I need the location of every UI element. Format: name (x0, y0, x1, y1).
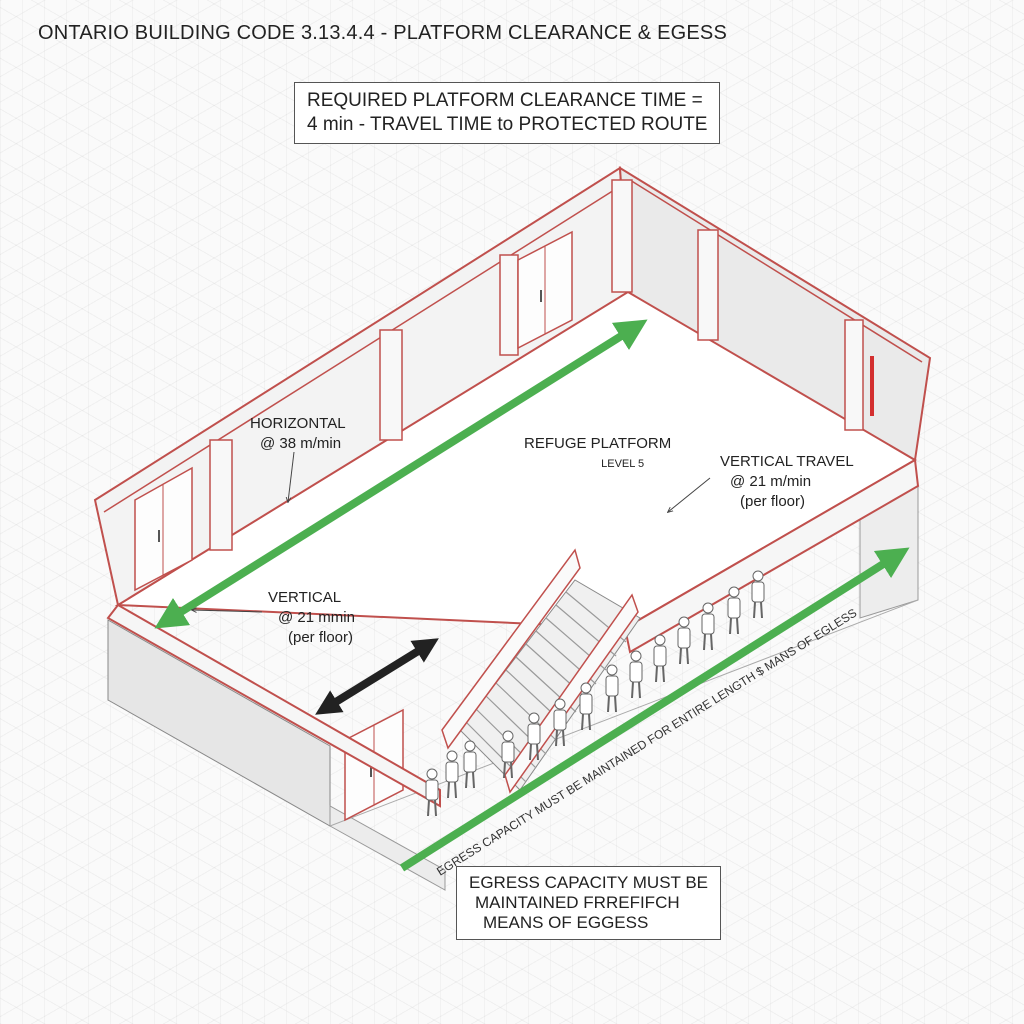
person-figure (463, 740, 477, 789)
person-figure (677, 616, 691, 665)
travel-arrow (315, 638, 439, 715)
note-line-1: EGRESS CAPACITY MUST BE (469, 873, 709, 892)
egress-note-box: EGRESS CAPACITY MUST BE MAINTAINED FRREF… (456, 866, 722, 940)
person-figure (445, 750, 459, 799)
person-figure (527, 712, 541, 761)
horizontal-label: HORIZONTAL @ 38 m/min (250, 414, 346, 454)
vertical-label-rate: @ 21 mmin (278, 609, 355, 626)
vertical-travel-label-title: VERTICAL TRAVEL (720, 453, 854, 470)
person-figure (629, 650, 643, 699)
leader-vertical-travel (668, 477, 711, 512)
egress-arrow-upper (154, 319, 648, 629)
egress-arrow-lower (399, 547, 910, 872)
horizontal-label-title: HORIZONTAL (250, 415, 346, 432)
person-figure (425, 768, 439, 817)
front-parapet (106, 458, 920, 808)
person-figure (727, 586, 741, 635)
vertical-travel-label: VERTICAL TRAVEL @ 21 m/min (per floor) (720, 452, 854, 512)
vertical-label-note: (per floor) (288, 629, 354, 646)
vertical-label: VERTICAL @ 21 mmin (per floor) (268, 588, 355, 648)
formula-line-1: REQUIRED PLATFORM CLEARANCE TIME = (307, 90, 703, 111)
person-figure (501, 730, 515, 779)
horizontal-label-rate: @ 38 m/min (260, 435, 342, 452)
person-figure (553, 698, 567, 747)
person-figure (605, 664, 619, 713)
vertical-label-title: VERTICAL (268, 589, 342, 606)
note-line-2: MAINTAINED FRREFIFCH (475, 893, 680, 912)
person-figure (701, 602, 715, 651)
platform-level: LEVEL 5 (601, 458, 645, 470)
red-marker (870, 356, 874, 416)
person-figure (751, 570, 765, 619)
leader-vertical (192, 610, 263, 612)
exit-door-back (517, 230, 573, 350)
person-figure (653, 634, 667, 683)
vertical-travel-label-note: (per floor) (740, 493, 806, 510)
people-queue (425, 570, 765, 817)
platform-name: REFUGE PLATFORM (524, 435, 672, 452)
leader-horizontal (288, 451, 295, 502)
note-line-3: MEANS OF EGGESS (483, 913, 649, 932)
page-title: ONTARIO BUILDING CODE 3.13.4.4 - PLATFOR… (38, 22, 727, 44)
formula-box: REQUIRED PLATFORM CLEARANCE TIME = 4 min… (294, 82, 721, 144)
vertical-travel-label-rate: @ 21 m/min (730, 473, 812, 490)
person-figure (579, 682, 593, 731)
formula-line-2: 4 min - TRAVEL TIME to PROTECTED ROUTE (307, 114, 708, 135)
platform-label: REFUGE PLATFORM LEVEL 5 (524, 434, 671, 474)
